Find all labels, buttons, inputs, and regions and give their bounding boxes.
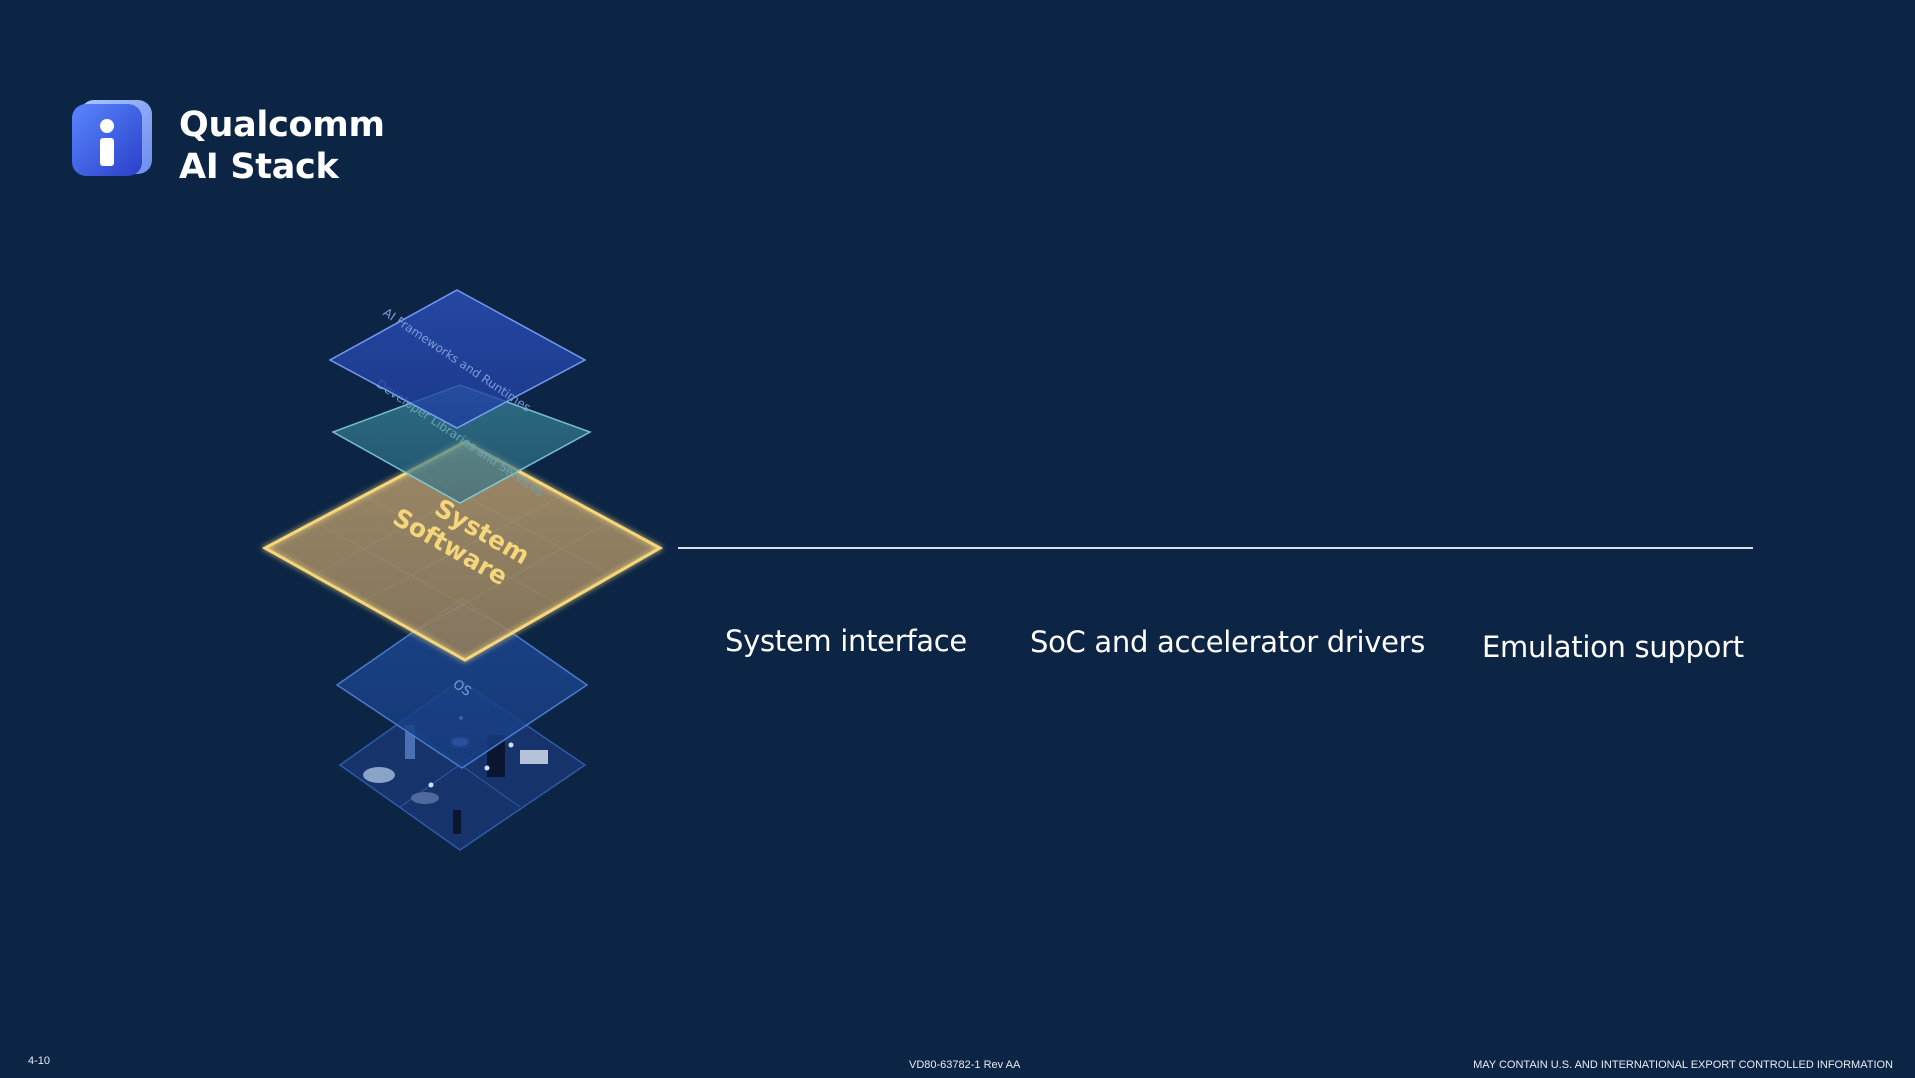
feature-system-interface: System interface — [725, 624, 967, 658]
page-number: 4-10 — [28, 1055, 51, 1067]
brand-line-2: AI Stack — [179, 147, 339, 187]
ai-frameworks-layer: AI Frameworks and Runtimes — [328, 289, 587, 429]
brand-title: Qualcomm AI Stack — [179, 104, 385, 188]
qualcomm-ai-stack-logo-icon — [70, 94, 156, 180]
system-software-layer: System Software — [261, 440, 664, 662]
document-id: VD80-63782-1 Rev AA — [909, 1059, 1021, 1071]
section-divider — [678, 547, 1753, 549]
export-notice: MAY CONTAIN U.S. AND INTERNATIONAL EXPOR… — [1473, 1059, 1893, 1071]
brand-line-1: Qualcomm — [179, 105, 385, 145]
os-layer: OS — [335, 597, 589, 769]
feature-soc-accelerator-drivers: SoC and accelerator drivers — [1030, 625, 1426, 659]
ai-stack-diagram: OS System Software Developer Libraries a… — [255, 280, 675, 880]
feature-emulation-support: Emulation support — [1482, 630, 1744, 664]
